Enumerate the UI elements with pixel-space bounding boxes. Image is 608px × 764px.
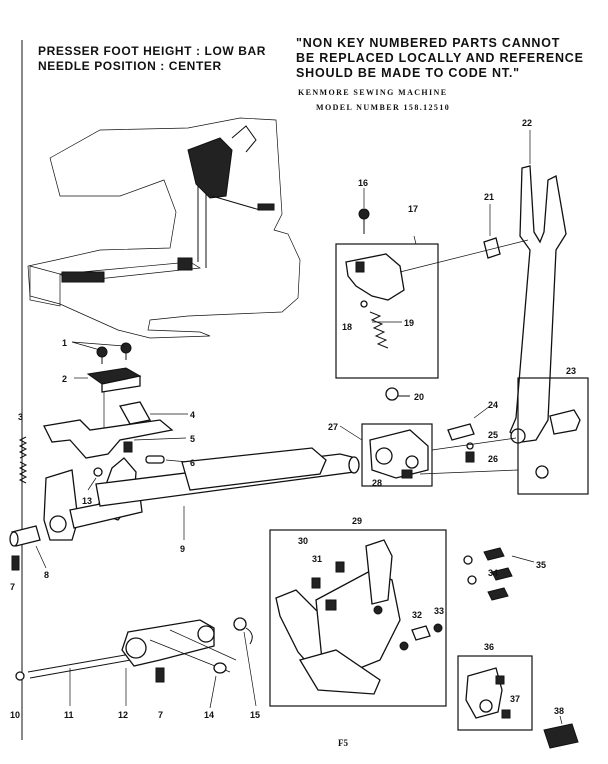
callout-labels: 1 2 3 4 5 6 7 8 9 10 11 12 7 14 15 16 17… <box>10 118 576 720</box>
needle-position: NEEDLE POSITION : CENTER <box>38 59 222 73</box>
part-8-pin <box>9 525 47 569</box>
part-17-box <box>335 243 439 379</box>
part-9-shaft-assembly <box>43 447 360 541</box>
part-13-washer <box>87 467 103 491</box>
callout-38: 38 <box>554 706 564 716</box>
notice-line-2: BE REPLACED LOCALLY AND REFERENCE <box>296 51 584 65</box>
callout-35: 35 <box>536 560 546 570</box>
part-29-box <box>269 529 447 707</box>
callout-23: 23 <box>566 366 576 376</box>
callout-27: 27 <box>328 422 338 432</box>
part-3-spring <box>18 424 28 484</box>
part-27-block <box>339 425 429 479</box>
callout-20: 20 <box>414 392 424 402</box>
callout-5: 5 <box>190 434 195 444</box>
callout-37: 37 <box>510 694 520 704</box>
callout-26: 26 <box>488 454 498 464</box>
part-38-block <box>543 715 579 749</box>
callout-24: 24 <box>488 400 498 410</box>
callout-36: 36 <box>484 642 494 652</box>
callout-9: 9 <box>180 544 185 554</box>
sewing-machine-outline <box>27 117 301 339</box>
callout-22: 22 <box>522 118 532 128</box>
part-22-lever <box>399 130 567 444</box>
callout-7-bottom: 7 <box>158 710 163 720</box>
leader-lever-to-27 <box>431 437 517 451</box>
callout-6: 6 <box>190 458 195 468</box>
callout-21: 21 <box>484 192 494 202</box>
part-20-screw <box>385 387 410 401</box>
callout-2: 2 <box>62 374 67 384</box>
part-4-plate <box>43 392 188 459</box>
parts-notice: "NON KEY NUMBERED PARTS CANNOT BE REPLAC… <box>296 36 584 81</box>
callout-28: 28 <box>372 478 382 488</box>
part-16-screw <box>358 188 370 234</box>
leader-27-to-23 <box>419 469 519 475</box>
callout-8: 8 <box>44 570 49 580</box>
callout-10: 10 <box>10 710 20 720</box>
callout-31: 31 <box>312 554 322 564</box>
notice-line-3: SHOULD BE MADE TO CODE NT." <box>296 66 520 80</box>
callout-3: 3 <box>18 412 23 422</box>
part-29-linkage <box>275 539 443 695</box>
callout-7-left: 7 <box>10 582 15 592</box>
part-27-box <box>361 423 433 487</box>
callout-17: 17 <box>408 204 418 214</box>
callout-25: 25 <box>488 430 498 440</box>
callout-16: 16 <box>358 178 368 188</box>
callout-34: 34 <box>488 568 498 578</box>
callout-29: 29 <box>352 516 362 526</box>
callout-15: 15 <box>250 710 260 720</box>
part-18-19-spring <box>360 300 402 349</box>
part-36-assembly <box>465 667 511 719</box>
part-36-box <box>457 655 533 731</box>
callout-1: 1 <box>62 338 67 348</box>
callout-32: 32 <box>412 610 422 620</box>
part-2-block <box>74 367 142 393</box>
notice-line-1: "NON KEY NUMBERED PARTS CANNOT <box>296 36 561 50</box>
part-23-box <box>517 377 589 495</box>
part-7-screw-left <box>11 555 20 571</box>
part-1-screws <box>71 341 132 364</box>
part-24-25-26 <box>447 405 491 463</box>
part-21-block <box>483 204 501 259</box>
part-34-35-screws <box>463 547 535 601</box>
callout-13: 13 <box>82 496 92 506</box>
page-code: F5 <box>338 738 348 748</box>
callout-4: 4 <box>190 410 195 420</box>
part-23-stud <box>535 409 581 479</box>
lower-shaft-assembly <box>15 617 257 709</box>
callout-19: 19 <box>404 318 414 328</box>
part-17-bracket <box>345 235 417 301</box>
model-number: MODEL NUMBER 158.12510 <box>316 103 451 112</box>
callout-12: 12 <box>118 710 128 720</box>
callout-33: 33 <box>434 606 444 616</box>
part-5-screw <box>123 437 187 453</box>
callout-18: 18 <box>342 322 352 332</box>
callout-30: 30 <box>298 536 308 546</box>
presser-foot-height: PRESSER FOOT HEIGHT : LOW BAR <box>38 44 267 58</box>
callout-11: 11 <box>64 710 74 720</box>
machine-name: KENMORE SEWING MACHINE <box>298 88 448 97</box>
presser-foot-note: PRESSER FOOT HEIGHT : LOW BAR NEEDLE POS… <box>38 44 266 74</box>
callout-14: 14 <box>204 710 214 720</box>
